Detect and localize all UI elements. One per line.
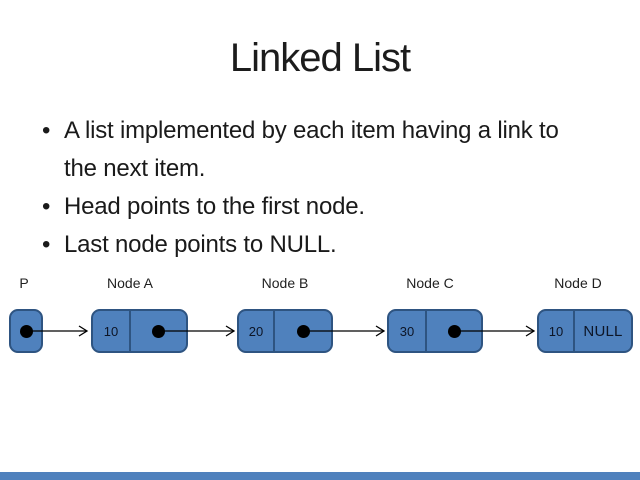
node-b-box: 20 — [237, 309, 333, 353]
footer-accent-bar — [0, 472, 640, 480]
null-label: NULL — [583, 322, 623, 340]
pointer-box — [9, 309, 43, 353]
node-c-label: Node C — [406, 275, 454, 291]
node-d-box: 10 NULL — [537, 309, 633, 353]
node-b-value: 20 — [239, 311, 275, 351]
bullet-item: Last node points to NULL. — [40, 226, 577, 264]
pointer-dot-icon — [19, 324, 33, 338]
node-b-next-cell — [275, 311, 331, 351]
next-pointer-dot-icon — [152, 324, 165, 338]
node-c-box: 30 — [387, 309, 483, 353]
node-a-next-cell — [131, 311, 186, 351]
next-pointer-dot-icon — [296, 324, 310, 338]
bullet-list: A list implemented by each item having a… — [40, 112, 577, 264]
node-c-value: 30 — [389, 311, 427, 351]
pointer-label: P — [19, 275, 29, 291]
node-d-next-cell: NULL — [575, 311, 631, 351]
pointer-cell — [11, 311, 41, 351]
node-a-value: 10 — [93, 311, 131, 351]
node-b-label: Node B — [261, 275, 309, 291]
next-pointer-dot-icon — [447, 324, 461, 338]
bullet-item: A list implemented by each item having a… — [40, 112, 577, 188]
node-d-label: Node D — [554, 275, 602, 291]
node-d-value: 10 — [539, 311, 575, 351]
page-title: Linked List — [229, 36, 411, 80]
node-c-next-cell — [427, 311, 481, 351]
node-a-label: Node A — [107, 275, 153, 291]
bullet-item: Head points to the first node. — [40, 188, 577, 226]
node-a-box: 10 — [91, 309, 188, 353]
